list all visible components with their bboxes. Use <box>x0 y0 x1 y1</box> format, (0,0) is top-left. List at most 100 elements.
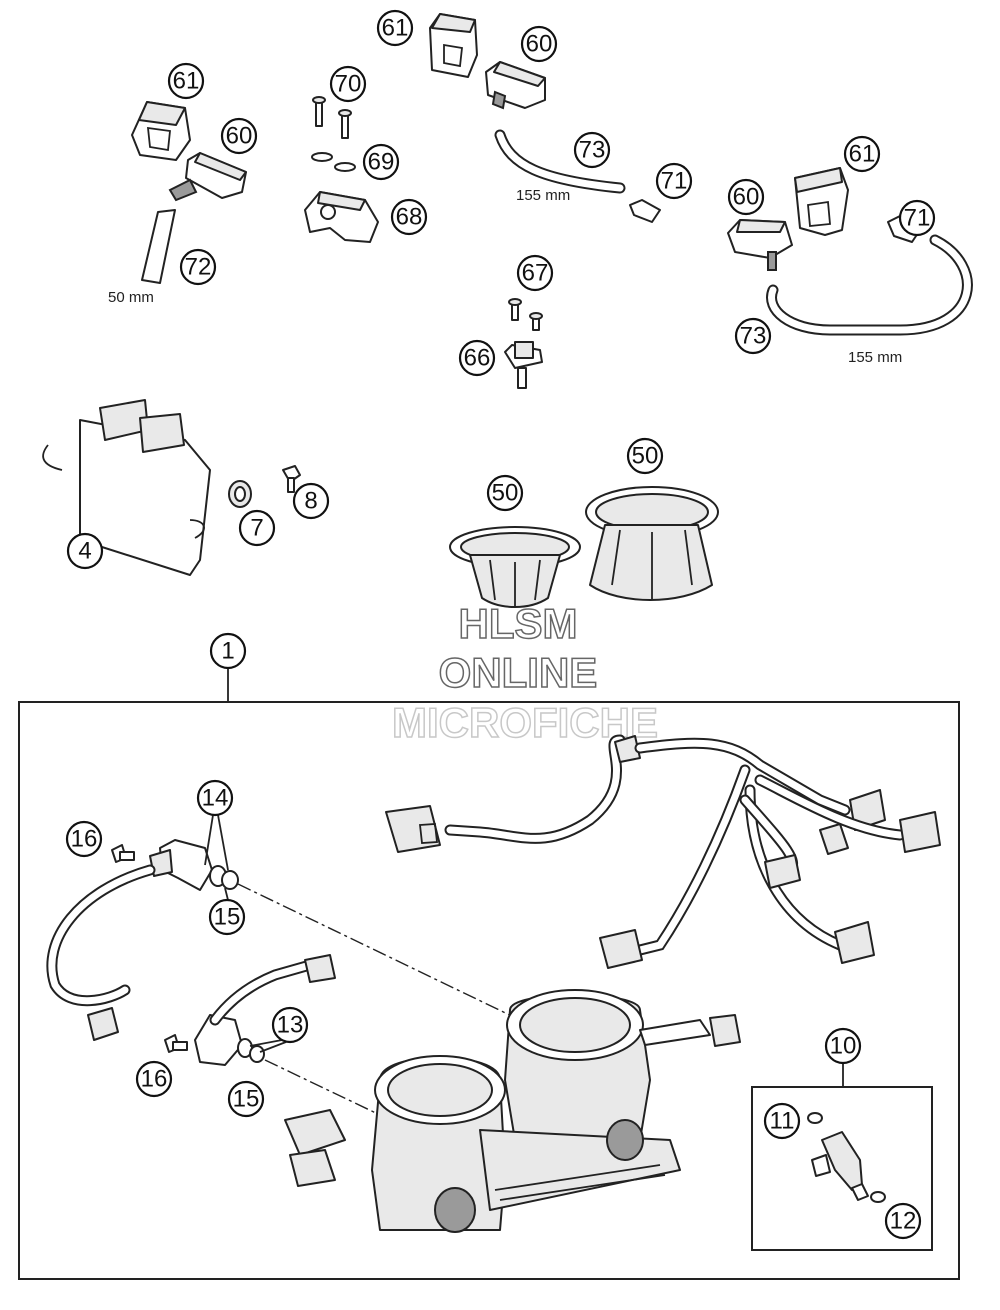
callout-50: 50 <box>626 437 664 475</box>
callout-circle <box>329 65 367 103</box>
callout-number: 67 <box>522 260 549 287</box>
callout-61: 61 <box>376 9 414 47</box>
callout-13: 13 <box>271 1006 309 1044</box>
callout-number: 61 <box>849 141 876 168</box>
air-funnel-50-right <box>585 486 719 601</box>
dim-label-72: 50 mm <box>108 289 154 306</box>
screw-16-bottom <box>164 1034 188 1053</box>
sensor-bracket-61-left <box>131 101 191 161</box>
callout-number: 50 <box>492 480 519 507</box>
callout-number: 60 <box>733 184 760 211</box>
callout-number: 1 <box>221 638 234 665</box>
leader-line-13-b <box>259 1041 287 1053</box>
fitting-71-top <box>629 199 661 223</box>
callout-66: 66 <box>458 339 496 377</box>
callout-number: 71 <box>904 205 931 232</box>
hose-72 <box>141 209 176 284</box>
callout-circle <box>208 898 246 936</box>
callout-circle <box>573 131 611 169</box>
throttle-body <box>284 989 741 1233</box>
callout-number: 15 <box>233 1086 260 1113</box>
callout-number: 60 <box>526 31 553 58</box>
assembly-frame-1 <box>18 668 960 1280</box>
watermark: HLSM ONLINE MICROFICHE <box>391 599 659 747</box>
callout-71: 71 <box>898 199 936 237</box>
callout-67: 67 <box>516 254 554 292</box>
callout-73: 73 <box>573 131 611 169</box>
callout-60: 60 <box>727 178 765 216</box>
callout-number: 50 <box>632 443 659 470</box>
callout-circle <box>884 1202 922 1240</box>
hose-73-top <box>494 129 626 194</box>
callout-12: 12 <box>884 1202 922 1240</box>
screw-8 <box>282 465 301 493</box>
callout-circle <box>516 254 554 292</box>
callout-16: 16 <box>135 1060 173 1098</box>
callout-number: 13 <box>277 1012 304 1039</box>
screws-70 <box>312 96 352 139</box>
callout-1: 1 <box>209 632 247 670</box>
callout-circle <box>824 1027 862 1065</box>
callout-circle <box>220 117 258 155</box>
callout-number: 14 <box>202 785 229 812</box>
air-funnel-50-left <box>449 526 581 608</box>
callout-circle <box>458 339 496 377</box>
dim-label-73-top: 155 mm <box>516 187 570 204</box>
watermark-line-2: ONLINE <box>439 649 598 696</box>
callout-circle <box>238 509 276 547</box>
callout-circle <box>227 1080 265 1118</box>
callout-circle <box>486 474 524 512</box>
callout-7: 7 <box>238 509 276 547</box>
pressure-sensor-60-top <box>485 61 546 110</box>
injector-box-10 <box>751 1063 933 1251</box>
callout-number: 71 <box>661 168 688 195</box>
callout-circle <box>390 198 428 236</box>
washers-69 <box>311 152 356 172</box>
callout-61: 61 <box>843 135 881 173</box>
screws-67 <box>508 298 543 331</box>
pressure-sensor-60-left <box>168 152 247 202</box>
callout-circle <box>167 62 205 100</box>
callout-number: 61 <box>382 15 409 42</box>
callout-number: 10 <box>830 1033 857 1060</box>
callout-50: 50 <box>486 474 524 512</box>
callout-number: 4 <box>78 538 91 565</box>
sensor-66 <box>504 341 543 389</box>
callout-60: 60 <box>220 117 258 155</box>
callout-4: 4 <box>66 532 104 570</box>
callout-10: 10 <box>824 1027 862 1065</box>
sensor-14 <box>46 839 239 1041</box>
callout-circle <box>626 437 664 475</box>
callout-circle <box>734 317 772 355</box>
callout-number: 16 <box>71 826 98 853</box>
callout-70: 70 <box>329 65 367 103</box>
callout-circle <box>362 143 400 181</box>
callout-circle <box>655 162 693 200</box>
callout-number: 72 <box>185 254 212 281</box>
leader-line-15-a <box>224 887 229 901</box>
assembly-lines <box>237 883 521 1116</box>
wiring-harness <box>385 734 941 969</box>
grommet-7 <box>228 480 252 508</box>
callout-circle <box>135 1060 173 1098</box>
callout-circle <box>209 632 247 670</box>
callout-number: 11 <box>770 1108 795 1135</box>
callout-number: 66 <box>464 345 491 372</box>
callout-number: 73 <box>740 323 767 350</box>
callout-number: 60 <box>226 123 253 150</box>
callout-16: 16 <box>65 820 103 858</box>
screw-16-top <box>111 844 135 863</box>
ecu-4 <box>42 399 211 576</box>
callout-number: 68 <box>396 204 423 231</box>
callout-number: 16 <box>141 1066 168 1093</box>
callout-11: 11 <box>763 1102 801 1140</box>
callout-71: 71 <box>655 162 693 200</box>
callout-number: 7 <box>250 515 263 542</box>
pressure-sensor-60-right <box>727 219 793 271</box>
callout-circle <box>66 532 104 570</box>
callout-circle <box>727 178 765 216</box>
callout-72: 72 <box>179 248 217 286</box>
callout-number: 69 <box>368 149 395 176</box>
